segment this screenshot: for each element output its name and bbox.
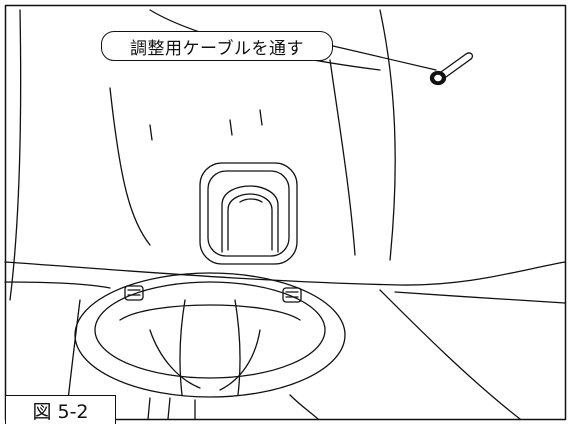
handle-grip-inner (227, 193, 273, 251)
nut-right-detail (285, 291, 299, 298)
strut-1 (147, 397, 151, 420)
nut-left-detail (127, 289, 141, 296)
lower-ring-inner (94, 281, 326, 379)
ring-rim (119, 304, 301, 321)
pin-body-1 (440, 53, 467, 73)
body-seam-upper (4, 261, 566, 286)
tick-1 (149, 124, 153, 141)
right-diagonal (379, 289, 521, 420)
nut-right (282, 287, 302, 303)
body-seam-right (394, 291, 566, 304)
right-inner-edge (329, 59, 356, 256)
handle-inner (207, 170, 290, 257)
tick-3 (259, 109, 263, 126)
pin-tip (465, 52, 474, 60)
ring-column-2 (234, 299, 241, 396)
pin-body-2 (445, 58, 472, 78)
left-panel-line (109, 87, 151, 246)
strut-4 (289, 394, 319, 420)
figure-number-label: 図 5-2 (5, 395, 116, 424)
handle-grip-shine (239, 198, 263, 203)
lower-ring-outer (74, 272, 346, 398)
ring-column-1 (179, 299, 186, 396)
ring-detail-1 (149, 329, 201, 389)
ring-detail-2 (219, 329, 261, 391)
right-cover-edge (379, 9, 396, 261)
left-edge-line (9, 9, 22, 301)
grommet-hole (434, 74, 442, 82)
callout-label: 調整用ケーブルを通す (101, 31, 333, 61)
body-seam-left (4, 281, 111, 289)
handle-grip (221, 185, 279, 253)
nut-left (124, 285, 144, 301)
frame-border (4, 4, 567, 421)
handle-outer (199, 162, 298, 265)
tick-2 (229, 119, 233, 136)
callout-leader (332, 45, 437, 71)
strut-2 (167, 397, 171, 420)
